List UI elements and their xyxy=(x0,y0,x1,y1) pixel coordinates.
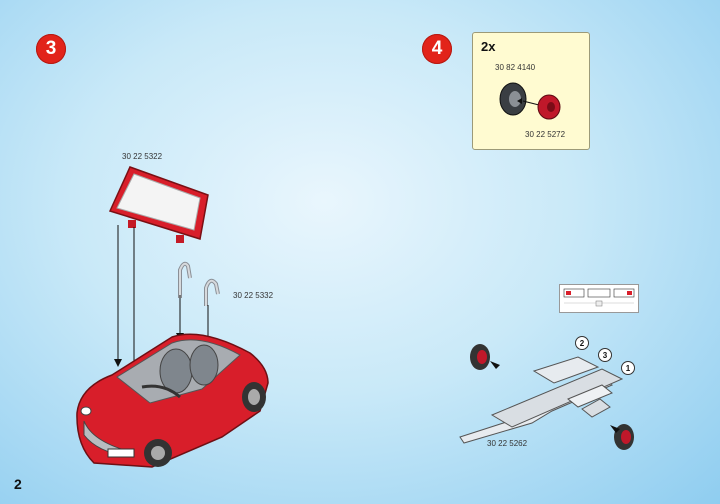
quantity-label: 2x xyxy=(481,39,496,54)
tire-part-number: 30 82 4140 xyxy=(495,63,536,72)
trailer-part-number: 30 22 5262 xyxy=(487,439,528,448)
trailer-frame-illustration xyxy=(459,344,634,450)
wheel-assembly-illustration xyxy=(499,82,561,120)
parts-callout-box: 2x 30 82 4140 30 22 5272 xyxy=(472,32,590,150)
callout-2: 2 xyxy=(575,336,589,350)
convertible-car-illustration xyxy=(76,333,269,468)
sticker-sheet-graphic xyxy=(563,288,635,307)
page-number: 2 xyxy=(14,476,22,492)
callout-3: 3 xyxy=(598,348,612,362)
step-3-badge: 3 xyxy=(36,34,66,64)
windshield-illustration xyxy=(108,166,209,243)
step-4-badge: 4 xyxy=(422,34,452,64)
rim-part-number: 30 22 5272 xyxy=(525,130,566,139)
callout-1: 1 xyxy=(621,361,635,375)
windshield-part-number: 30 22 5322 xyxy=(122,152,163,161)
rollbar-illustration xyxy=(178,261,220,306)
rollbar-part-number: 30 22 5332 xyxy=(233,291,274,300)
sticker-sheet-illustration xyxy=(559,284,639,313)
